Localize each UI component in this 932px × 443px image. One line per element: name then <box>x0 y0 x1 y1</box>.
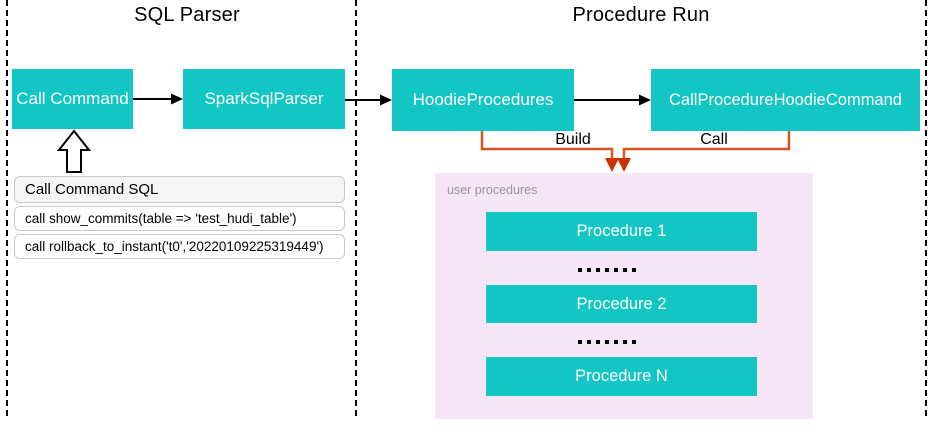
user-procedures-label: user procedures <box>447 183 538 197</box>
arrow-callcommand-to-sparksqlparser <box>133 93 183 105</box>
procedure-item: Procedure 2 <box>486 285 757 323</box>
procedure-item: Procedure N <box>486 357 757 396</box>
sql-snippet-line: call show_commits(table => 'test_hudi_ta… <box>14 206 345 231</box>
build-edge-label: Build <box>555 131 591 148</box>
node-call-command: Call Command <box>12 69 133 129</box>
node-callprocedurehoodiecommand: CallProcedureHoodieCommand <box>651 69 920 131</box>
section-title-procedure-run: Procedure Run <box>572 4 710 26</box>
dashed-divider-left <box>6 0 8 416</box>
user-procedures-container: user procedures Procedure 1 Procedure 2 … <box>435 173 813 419</box>
sql-snippet-line: call rollback_to_instant('t0','202201092… <box>14 234 345 259</box>
call-edge-label: Call <box>700 131 728 148</box>
node-hoodieprocedures: HoodieProcedures <box>392 69 574 131</box>
procedure-item: Procedure 1 <box>486 212 757 251</box>
node-sparksqlparser: SparkSqlParser <box>183 69 345 129</box>
sql-snippet-title: Call Command SQL <box>14 176 345 203</box>
ellipsis-dots-icon <box>578 268 636 272</box>
arrow-sparksqlparser-to-hoodieprocedures <box>345 94 392 106</box>
dashed-divider-right <box>925 0 927 416</box>
sql-snippet-card: Call Command SQL call show_commits(table… <box>14 176 345 262</box>
ellipsis-dots-icon <box>578 340 636 344</box>
section-title-sql-parser: SQL Parser <box>134 4 240 26</box>
arrow-hoodieprocedures-to-callprocedurecommand <box>574 94 651 106</box>
up-block-arrow-icon <box>56 129 92 173</box>
dashed-divider-middle <box>355 0 357 416</box>
